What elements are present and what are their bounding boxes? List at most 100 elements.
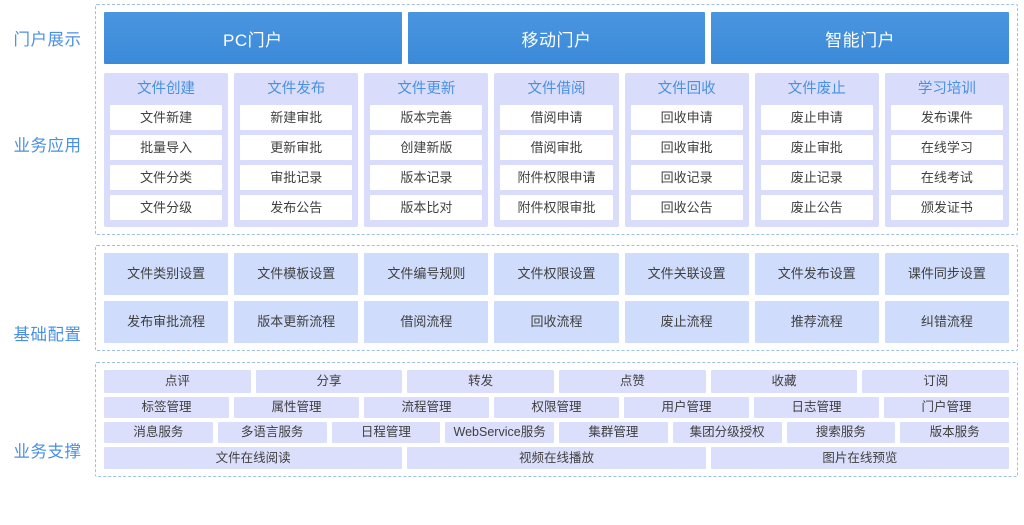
rail-label-business-support: 业务支撑 [13,443,82,461]
category-item[interactable]: 文件分级 [110,195,223,220]
support-tile[interactable]: 权限管理 [494,397,619,418]
support-tile[interactable]: 属性管理 [234,397,359,418]
support-tile[interactable]: WebService服务 [445,422,554,443]
support-tile[interactable]: 消息服务 [104,422,213,443]
config-tile[interactable]: 文件发布设置 [754,253,879,295]
category-item[interactable]: 回收申请 [630,105,743,130]
portal-bar-row: PC门户 移动门户 智能门户 [104,12,1010,64]
support-tile[interactable]: 用户管理 [624,397,749,418]
portal-bar-pc[interactable]: PC门户 [104,12,402,64]
category-item[interactable]: 新建审批 [240,105,353,130]
category-item[interactable]: 借阅审批 [500,135,613,160]
support-tile[interactable]: 视频在线播放 [407,447,706,469]
panel-basic-configuration: 文件类别设置 文件模板设置 文件编号规则 文件权限设置 文件关联设置 文件发布设… [95,245,1018,351]
category-item[interactable]: 回收记录 [630,165,743,190]
category-card-learning-training: 学习培训 发布课件 在线学习 在线考试 颁发证书 [884,73,1009,227]
config-tile[interactable]: 文件权限设置 [494,253,619,295]
config-tile[interactable]: 纠错流程 [884,301,1009,343]
support-tile[interactable]: 版本服务 [900,422,1009,443]
category-item[interactable]: 批量导入 [110,135,223,160]
category-title-file-recycle: 文件回收 [657,81,716,97]
category-item[interactable]: 版本比对 [370,195,483,220]
support-tile[interactable]: 日程管理 [331,422,441,443]
category-item[interactable]: 文件分类 [110,165,223,190]
support-tile[interactable]: 订阅 [862,370,1010,393]
diagram-content: PC门户 移动门户 智能门户 文件创建 文件新建 批量导入 文件分类 文件分级 … [95,0,1024,525]
config-tile[interactable]: 借阅流程 [364,301,489,343]
category-item[interactable]: 附件权限审批 [500,195,613,220]
category-item[interactable]: 附件权限申请 [500,165,613,190]
category-item[interactable]: 在线考试 [890,165,1003,190]
panel-portal-and-applications: PC门户 移动门户 智能门户 文件创建 文件新建 批量导入 文件分类 文件分级 … [95,4,1018,235]
support-tile[interactable]: 流程管理 [364,397,489,418]
category-title-file-update: 文件更新 [397,81,456,97]
config-tile[interactable]: 课件同步设置 [884,253,1009,295]
category-item[interactable]: 发布课件 [890,105,1003,130]
category-item[interactable]: 审批记录 [240,165,353,190]
panel-business-support: 点评 分享 转发 点赞 收藏 订阅 标签管理 属性管理 流程管理 权限管理 用户… [95,362,1018,477]
config-row: 发布审批流程 版本更新流程 借阅流程 回收流程 废止流程 推荐流程 纠错流程 [104,301,1009,343]
rail-label-basic-configuration: 基础配置 [13,326,82,344]
category-item[interactable]: 发布公告 [240,195,353,220]
support-tile[interactable]: 转发 [407,370,555,393]
config-tile[interactable]: 推荐流程 [754,301,879,343]
config-tile[interactable]: 文件关联设置 [624,253,749,295]
rail-label-portal-display: 门户展示 [13,31,82,49]
config-tile[interactable]: 回收流程 [494,301,619,343]
category-item[interactable]: 回收审批 [630,135,743,160]
config-tile[interactable]: 版本更新流程 [234,301,359,343]
support-tile[interactable]: 分享 [255,370,403,393]
support-tile[interactable]: 收藏 [710,370,858,393]
category-card-file-borrow: 文件借阅 借阅申请 借阅审批 附件权限申请 附件权限审批 [494,73,619,227]
category-title-file-borrow: 文件借阅 [527,81,586,97]
support-tile[interactable]: 搜索服务 [786,422,896,443]
category-item[interactable]: 回收公告 [630,195,743,220]
config-tile[interactable]: 发布审批流程 [104,301,229,343]
category-item[interactable]: 废止审批 [760,135,873,160]
config-tile[interactable]: 文件编号规则 [364,253,489,295]
support-row: 消息服务 多语言服务 日程管理 WebService服务 集群管理 集团分级授权… [104,422,1009,443]
category-item[interactable]: 文件新建 [110,105,223,130]
support-tile[interactable]: 门户管理 [884,397,1009,418]
support-row: 文件在线阅读 视频在线播放 图片在线预览 [104,447,1009,469]
category-title-file-publish: 文件发布 [267,81,326,97]
support-row: 标签管理 属性管理 流程管理 权限管理 用户管理 日志管理 门户管理 [104,397,1009,418]
portal-bar-smart[interactable]: 智能门户 [711,12,1010,64]
category-item[interactable]: 创建新版 [370,135,483,160]
category-item[interactable]: 废止申请 [760,105,873,130]
category-title-learning-training: 学习培训 [917,81,976,97]
category-item[interactable]: 版本完善 [370,105,483,130]
config-tile[interactable]: 文件类别设置 [104,253,229,295]
category-card-row: 文件创建 文件新建 批量导入 文件分类 文件分级 文件发布 新建审批 更新审批 … [104,73,1009,227]
support-tile[interactable]: 集团分级授权 [672,422,782,443]
support-tile[interactable]: 点评 [104,370,251,393]
section-label-rail: 门户展示 业务应用 基础配置 业务支撑 [0,0,95,525]
support-tile[interactable]: 文件在线阅读 [104,447,403,469]
support-tile[interactable]: 多语言服务 [217,422,327,443]
rail-label-business-application: 业务应用 [13,137,82,155]
category-card-file-recycle: 文件回收 回收申请 回收审批 回收记录 回收公告 [624,73,749,227]
category-item[interactable]: 废止公告 [760,195,873,220]
support-tile[interactable]: 日志管理 [754,397,879,418]
support-tile[interactable]: 点赞 [559,370,706,393]
category-title-file-create: 文件创建 [137,81,196,97]
category-card-file-abolish: 文件废止 废止申请 废止审批 废止记录 废止公告 [754,73,879,227]
category-item[interactable]: 颁发证书 [890,195,1003,220]
config-row: 文件类别设置 文件模板设置 文件编号规则 文件权限设置 文件关联设置 文件发布设… [104,253,1009,295]
support-tile[interactable]: 标签管理 [104,397,229,418]
category-item[interactable]: 在线学习 [890,135,1003,160]
portal-bar-mobile[interactable]: 移动门户 [407,12,706,64]
category-title-file-abolish: 文件废止 [787,81,846,97]
support-tile[interactable]: 集群管理 [559,422,668,443]
config-tile[interactable]: 废止流程 [624,301,749,343]
category-item[interactable]: 更新审批 [240,135,353,160]
category-card-file-publish: 文件发布 新建审批 更新审批 审批记录 发布公告 [234,73,359,227]
config-tile[interactable]: 文件模板设置 [234,253,359,295]
category-item[interactable]: 废止记录 [760,165,873,190]
category-item[interactable]: 版本记录 [370,165,483,190]
category-card-file-create: 文件创建 文件新建 批量导入 文件分类 文件分级 [104,73,229,227]
category-item[interactable]: 借阅申请 [500,105,613,130]
category-card-file-update: 文件更新 版本完善 创建新版 版本记录 版本比对 [364,73,489,227]
support-tile[interactable]: 图片在线预览 [710,447,1009,469]
